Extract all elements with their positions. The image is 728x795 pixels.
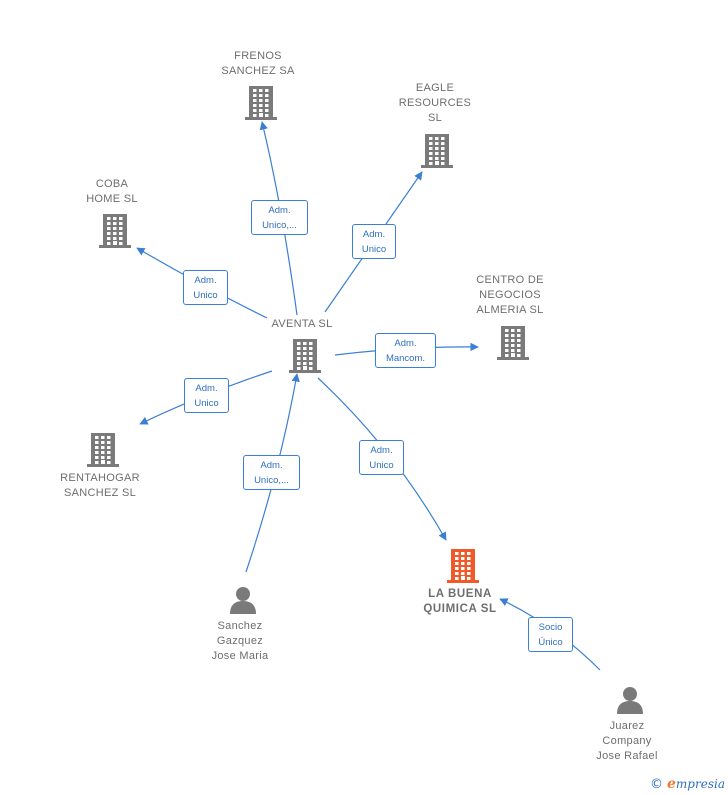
node-label-frenos[interactable]: FRENOS SANCHEZ SA [221,50,295,77]
person-icon-juarez[interactable] [615,685,645,720]
edge-label-juarez-labuena[interactable]: Socio Único [528,617,573,652]
node-label-sanchez[interactable]: Sanchez Gazquez Jose Maria [211,620,269,662]
building-icon-aventa[interactable] [289,338,321,379]
brand-initial: e [667,776,676,792]
node-label-labuena[interactable]: LA BUENA QUIMICA SL [423,588,497,615]
edge-label-aventa-rentahogar[interactable]: Adm. Unico [184,378,229,413]
empresia-logo: © empresia [650,776,725,792]
person-icon-sanchez[interactable] [228,585,258,620]
building-icon-frenos[interactable] [245,85,277,126]
edge-label-aventa-labuena[interactable]: Adm. Unico [359,440,404,475]
building-icon-rentahogar[interactable] [87,432,119,473]
edge-label-aventa-centro[interactable]: Adm. Mancom. [375,333,436,368]
edge-label-aventa-frenos[interactable]: Adm. Unico,... [251,200,308,235]
building-icon-labuena[interactable] [447,548,479,589]
node-label-coba[interactable]: COBA HOME SL [86,178,138,205]
copyright-icon: © [650,777,663,792]
node-label-centro[interactable]: CENTRO DE NEGOCIOS ALMERIA SL [476,274,544,316]
node-label-juarez[interactable]: Juarez Company Jose Rafael [596,720,658,762]
brand-name: mpresia [675,777,725,791]
edge-label-sanchez-aventa[interactable]: Adm. Unico,... [243,455,300,490]
node-label-rentahogar[interactable]: RENTAHOGAR SANCHEZ SL [60,472,140,499]
edge-label-aventa-eagle[interactable]: Adm. Unico [352,224,396,259]
node-label-eagle[interactable]: EAGLE RESOURCES SL [398,82,472,124]
node-label-aventa[interactable]: AVENTA SL [271,318,333,330]
building-icon-coba[interactable] [99,213,131,254]
building-icon-eagle[interactable] [421,133,453,174]
edge-label-aventa-coba[interactable]: Adm. Unico [183,270,228,305]
building-icon-centro[interactable] [497,325,529,366]
